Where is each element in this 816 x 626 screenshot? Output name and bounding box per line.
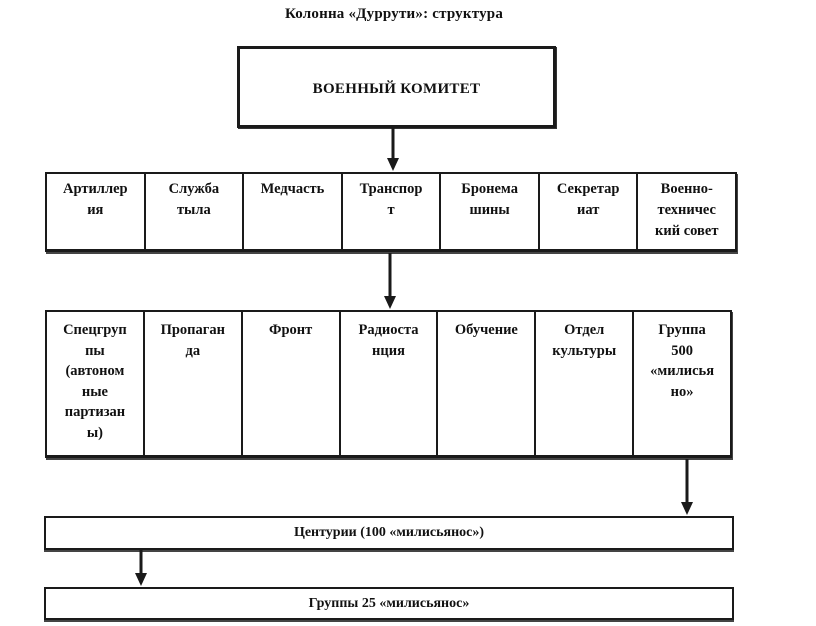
groups-box: Группы 25 «милисьянос» [44, 587, 734, 620]
unit-propaganda: Пропаган да [145, 312, 243, 455]
unit-culture-department: Отдел культуры [536, 312, 635, 455]
unit-front: Фронт [243, 312, 341, 455]
arrow-group500-to-centuries [681, 459, 693, 515]
units-row: Спецгруп пы (автоном ные партизан ы) Про… [45, 310, 732, 458]
unit-training: Обучение [438, 312, 537, 455]
arrow-centuries-to-groups [135, 550, 147, 586]
arrow-sections-to-units [384, 253, 396, 309]
centuries-box: Центурии (100 «милисьянос») [44, 516, 734, 550]
section-transport: Транспор т [343, 174, 442, 249]
sections-row: Артиллер ия Служба тыла Медчасть Транспо… [45, 172, 737, 252]
section-medical: Медчасть [244, 174, 343, 249]
unit-group-500: Группа 500 «милисья но» [650, 322, 715, 400]
military-committee-box: ВОЕННЫЙ КОМИТЕТ [237, 46, 556, 128]
diagram-title: Колонна «Дуррути»: структура [284, 6, 504, 22]
section-secretariat: Секретар иат [540, 174, 639, 249]
section-armored-vehicles: Бронема шины [441, 174, 540, 249]
military-committee-label: ВОЕННЫЙ КОМИТЕТ [312, 81, 481, 97]
section-rear-service: Служба тыла [146, 174, 245, 249]
unit-special-groups: Спецгруп пы (автоном ные партизан ы) [47, 312, 145, 455]
unit-radio-station: Радиоста нция [341, 312, 439, 455]
section-artillery: Артиллер ия [47, 174, 146, 249]
section-military-technical-council: Военно- техничес кий совет [655, 181, 719, 239]
arrow-committee-to-sections [387, 128, 399, 171]
